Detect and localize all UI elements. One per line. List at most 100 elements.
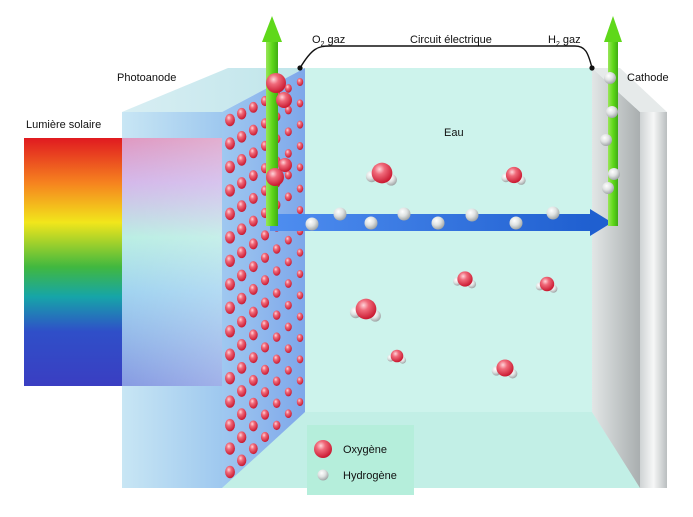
anode-oxygen-dot — [272, 420, 281, 431]
anode-oxygen-dot — [284, 105, 292, 115]
anode-oxygen-dot — [272, 310, 281, 320]
anode-oxygen-dot — [248, 192, 258, 204]
anode-oxygen-dot — [296, 120, 304, 129]
oxygen-atom — [371, 162, 393, 184]
h2-arrow-head — [604, 16, 622, 42]
anode-oxygen-dot — [248, 147, 258, 159]
anode-oxygen-dot — [296, 248, 304, 257]
oxygen-atom — [266, 168, 284, 186]
electric-circuit — [297, 45, 595, 71]
hydrogen-atom — [333, 207, 347, 221]
anode-oxygen-dot — [272, 398, 281, 409]
cathode-inner — [592, 68, 640, 488]
anode-oxygen-dot — [225, 418, 235, 432]
legend-hydrogen-label: Hydrogène — [343, 470, 397, 482]
anode-oxygen-dot — [225, 465, 235, 479]
anode-oxygen-dot — [225, 160, 235, 174]
anode-oxygen-dot — [248, 352, 258, 364]
anode-oxygen-dot — [284, 322, 292, 332]
anode-oxygen-dot — [284, 300, 292, 310]
o2-letter: O — [312, 34, 321, 46]
anode-oxygen-dot — [237, 385, 247, 397]
oxygen-atom — [505, 166, 523, 184]
legend-box: Oxygène Hydrogène — [307, 425, 414, 495]
anode-oxygen-dot — [237, 315, 247, 328]
h2-gas-arrow — [604, 16, 622, 226]
anode-oxygen-dot — [260, 230, 270, 241]
anode-oxygen-dot — [260, 409, 270, 420]
h2-subscript: 2 — [556, 41, 560, 48]
anode-oxygen-dot — [237, 246, 247, 259]
cathode-front — [640, 112, 667, 488]
oxygen-atom — [276, 92, 292, 108]
legend-oxygen-swatch — [314, 440, 332, 458]
oxygen-atom — [355, 298, 377, 320]
anode-oxygen-dot — [296, 99, 304, 108]
anode-oxygen-dot — [296, 291, 304, 300]
anode-oxygen-dot — [272, 332, 281, 342]
anode-oxygen-dot — [260, 431, 270, 443]
anode-oxygen-dot — [248, 215, 258, 227]
cathode-contact — [589, 65, 595, 71]
anode-oxygen-dot — [225, 137, 235, 150]
circuit-label: Circuit électrique — [410, 34, 492, 46]
anode-oxygen-dot — [225, 113, 235, 127]
anode-oxygen-dot — [296, 78, 304, 86]
anode-oxygen-dot — [284, 170, 292, 180]
anode-oxygen-dot — [237, 130, 247, 143]
anode-oxygen-dot — [237, 292, 247, 305]
anode-oxygen-dot — [296, 206, 304, 214]
anode-oxygen-dot — [248, 101, 258, 113]
anode-oxygen-dot — [237, 154, 247, 166]
anode-oxygen-dot — [248, 238, 258, 250]
sunlight-label: Lumière solaire — [26, 119, 101, 131]
legend-bg — [307, 425, 414, 495]
legend-hydrogen-swatch — [317, 469, 329, 481]
hydrogen-atom — [604, 72, 616, 84]
cathode-label: Cathode — [627, 72, 669, 84]
h2-gas-label: H2 gaz — [548, 34, 581, 48]
anode-oxygen-dot — [296, 355, 304, 364]
anode-oxygen-dot — [248, 329, 258, 341]
oxygen-atom — [539, 276, 555, 292]
anode-oxygen-dot — [272, 288, 281, 298]
photoanode-label: Photoanode — [117, 72, 176, 84]
anode-oxygen-dot — [296, 398, 304, 406]
spectrum-bar — [24, 138, 122, 386]
h2-arrow-shaft — [608, 40, 618, 226]
anode-oxygen-dot — [272, 376, 281, 386]
anode-oxygen-dot — [296, 334, 304, 342]
cathode-plate — [592, 68, 667, 488]
anode-oxygen-dot — [260, 297, 270, 308]
anode-oxygen-dot — [225, 301, 235, 314]
anode-oxygen-dot — [225, 231, 235, 244]
anode-oxygen-dot — [248, 306, 258, 318]
anode-oxygen-dot — [284, 409, 292, 419]
anode-contact — [297, 65, 303, 71]
anode-oxygen-dot — [225, 371, 235, 385]
anode-oxygen-dot — [225, 442, 235, 455]
anode-oxygen-dot — [296, 142, 304, 150]
hydrogen-atom — [431, 216, 445, 230]
anode-oxygen-dot — [237, 177, 247, 189]
o2-gas-label: O2 gaz — [312, 34, 345, 48]
water-back-face — [305, 68, 592, 412]
anode-oxygen-dot — [284, 127, 292, 137]
anode-oxygen-dot — [225, 395, 235, 408]
anode-oxygen-dot — [237, 362, 247, 374]
anode-oxygen-dot — [284, 149, 292, 158]
anode-oxygen-dot — [225, 254, 235, 267]
anode-oxygen-dot — [284, 344, 292, 353]
anode-oxygen-dot — [248, 170, 258, 182]
anode-oxygen-dot — [248, 397, 258, 409]
anode-oxygen-dot — [296, 376, 304, 385]
anode-oxygen-dot — [237, 107, 247, 120]
anode-oxygen-dot — [272, 354, 281, 364]
anode-oxygen-dot — [260, 364, 270, 375]
anode-oxygen-dot — [296, 163, 304, 172]
anode-oxygen-dot — [237, 223, 247, 236]
oxygen-atom — [496, 359, 514, 377]
anode-oxygen-dot — [237, 454, 247, 467]
anode-oxygen-dot — [237, 338, 247, 351]
anode-oxygen-dot — [237, 408, 247, 420]
